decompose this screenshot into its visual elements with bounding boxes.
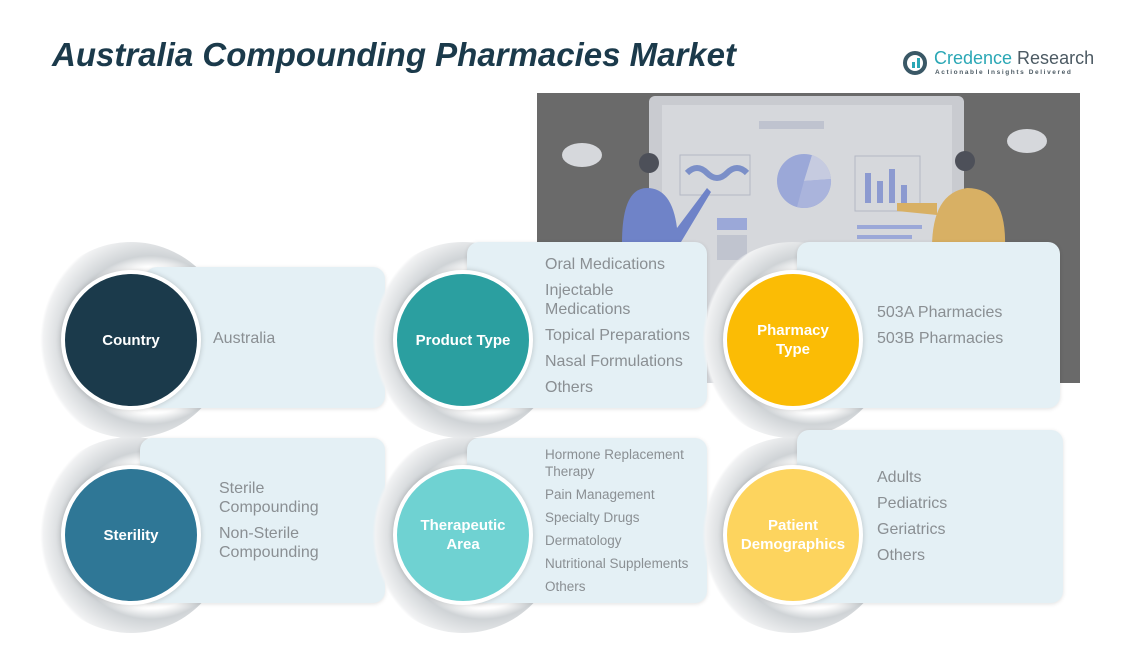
therapeutic-area-circle: Therapeutic Area: [393, 465, 533, 605]
item: Dermatology: [545, 533, 622, 548]
therapeutic-area-items: Hormone Replacement Therapy Pain Managem…: [545, 446, 705, 601]
product-type-circle: Product Type: [393, 270, 533, 410]
item: Nasal Formulations: [545, 353, 683, 370]
item: Adults: [877, 469, 922, 486]
country-circle: Country: [61, 270, 201, 410]
item: Others: [877, 547, 926, 564]
item: 503A Pharmacies: [877, 304, 1003, 321]
page-title: Australia Compounding Pharmacies Market: [52, 36, 736, 73]
product-type-items: Oral Medications Injectable Medications …: [545, 255, 710, 404]
patient-demographics-items: Adults Pediatrics Geriatrics Others: [877, 468, 947, 572]
item: Specialty Drugs: [545, 510, 640, 525]
pharmacy-type-items: 503A Pharmacies 503B Pharmacies: [877, 303, 1003, 355]
item: Geriatrics: [877, 521, 946, 538]
sterility-items: Sterile Compounding Non-Sterile Compound…: [219, 479, 339, 569]
item: 503B Pharmacies: [877, 330, 1004, 347]
item: Nutritional Supplements: [545, 556, 689, 571]
item: Others: [545, 379, 594, 396]
logo-tagline: Actionable Insights Delivered: [935, 69, 1073, 76]
credence-research-logo: Credence Research Actionable Insights De…: [903, 48, 1094, 82]
item: Australia: [213, 330, 276, 347]
item: Oral Medications: [545, 256, 666, 273]
country-items: Australia: [213, 329, 275, 355]
item: Topical Preparations: [545, 327, 690, 344]
item: Sterile Compounding: [219, 480, 319, 516]
logo-name-1: Credence: [934, 48, 1013, 68]
item: Hormone Replacement Therapy: [545, 447, 684, 479]
item: Others: [545, 579, 586, 594]
item: Pain Management: [545, 487, 655, 502]
logo-name-2: Research: [1012, 48, 1095, 68]
logo-chart-icon: [903, 51, 927, 75]
item: Pediatrics: [877, 495, 948, 512]
sterility-circle: Sterility: [61, 465, 201, 605]
item: Non-Sterile Compounding: [219, 525, 319, 561]
patient-demographics-circle: Patient Demographics: [723, 465, 863, 605]
item: Injectable Medications: [545, 282, 631, 318]
pharmacy-type-circle: Pharmacy Type: [723, 270, 863, 410]
